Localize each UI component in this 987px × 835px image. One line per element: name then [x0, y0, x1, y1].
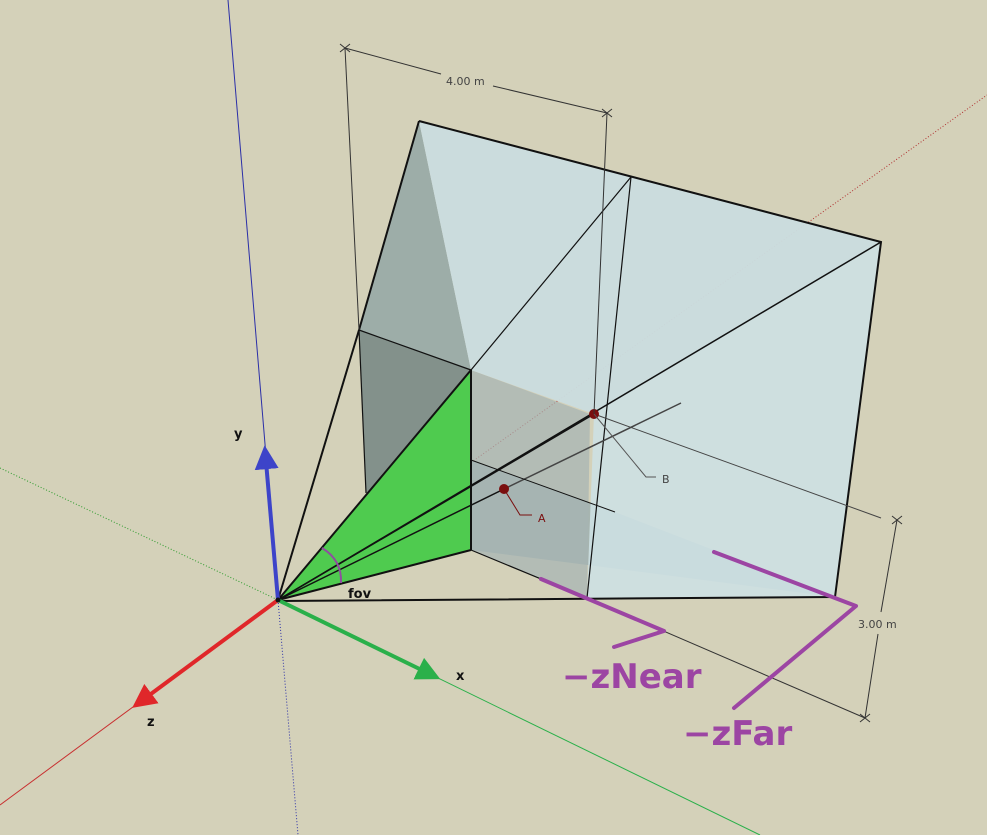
ray-through-b	[277, 413, 595, 601]
ray-a-to-far	[503, 402, 682, 490]
edge-origin-to-near-top	[277, 369, 472, 601]
edge-b-to-far-right	[593, 413, 882, 519]
width-dimension-label: 4.00 m	[446, 75, 485, 88]
z-far-bracket	[712, 550, 858, 710]
edge-near-bottom-right	[470, 459, 616, 513]
width-extension-right	[593, 112, 608, 415]
ray-through-a	[277, 488, 505, 601]
edge-top-left	[358, 120, 420, 331]
far-plane-outline	[277, 120, 883, 602]
x-axis-arrow	[277, 598, 441, 680]
point-a-leader	[503, 488, 532, 516]
edge-mid-vertical	[586, 176, 632, 599]
z-axis-arrow	[132, 598, 280, 708]
height-dimension-label: 3.00 m	[858, 618, 897, 631]
y-axis-label: y	[234, 427, 243, 442]
edge-near-top-to-far	[470, 176, 632, 371]
width-dimension	[339, 43, 613, 415]
origin-point	[275, 597, 281, 603]
width-dimension-line-left	[344, 47, 442, 75]
height-tick-bottom	[859, 713, 871, 723]
z-near-label: −zNear	[562, 657, 702, 697]
z-far-label: −zFar	[683, 714, 792, 754]
frustum-top-face	[419, 121, 881, 414]
fov-label: fov	[348, 587, 372, 602]
x-axis-dotted-guide	[0, 467, 279, 601]
width-tick-right	[601, 108, 613, 118]
edge-left-to-near	[358, 329, 472, 371]
point-b-leader	[593, 413, 656, 478]
frustum	[277, 120, 883, 602]
edge-left-vertical	[358, 329, 367, 494]
depth-annotations	[539, 550, 858, 710]
z-axis-label: z	[147, 715, 155, 730]
y-axis-arrow	[254, 445, 280, 601]
width-dimension-line-right	[492, 85, 608, 114]
width-tick-left	[339, 43, 351, 53]
width-extension-left	[344, 47, 360, 331]
fov-arc	[321, 547, 343, 584]
height-dimension-line-bottom	[864, 633, 879, 719]
frustum-near-box-face	[471, 370, 590, 598]
x-axis-label: x	[456, 669, 465, 684]
edge-origin-to-far-top	[277, 329, 360, 601]
z-near-bracket	[539, 577, 666, 649]
height-tick-top	[891, 515, 903, 525]
point-b-label: B	[662, 473, 670, 486]
frustum-edges	[277, 120, 883, 602]
y-axis-dotted-guide	[277, 599, 299, 835]
axis-arrows	[132, 445, 441, 708]
point-a-label: A	[538, 512, 546, 525]
height-dimension-line-top	[880, 519, 898, 613]
edge-origin-to-near-bottom	[277, 549, 472, 601]
